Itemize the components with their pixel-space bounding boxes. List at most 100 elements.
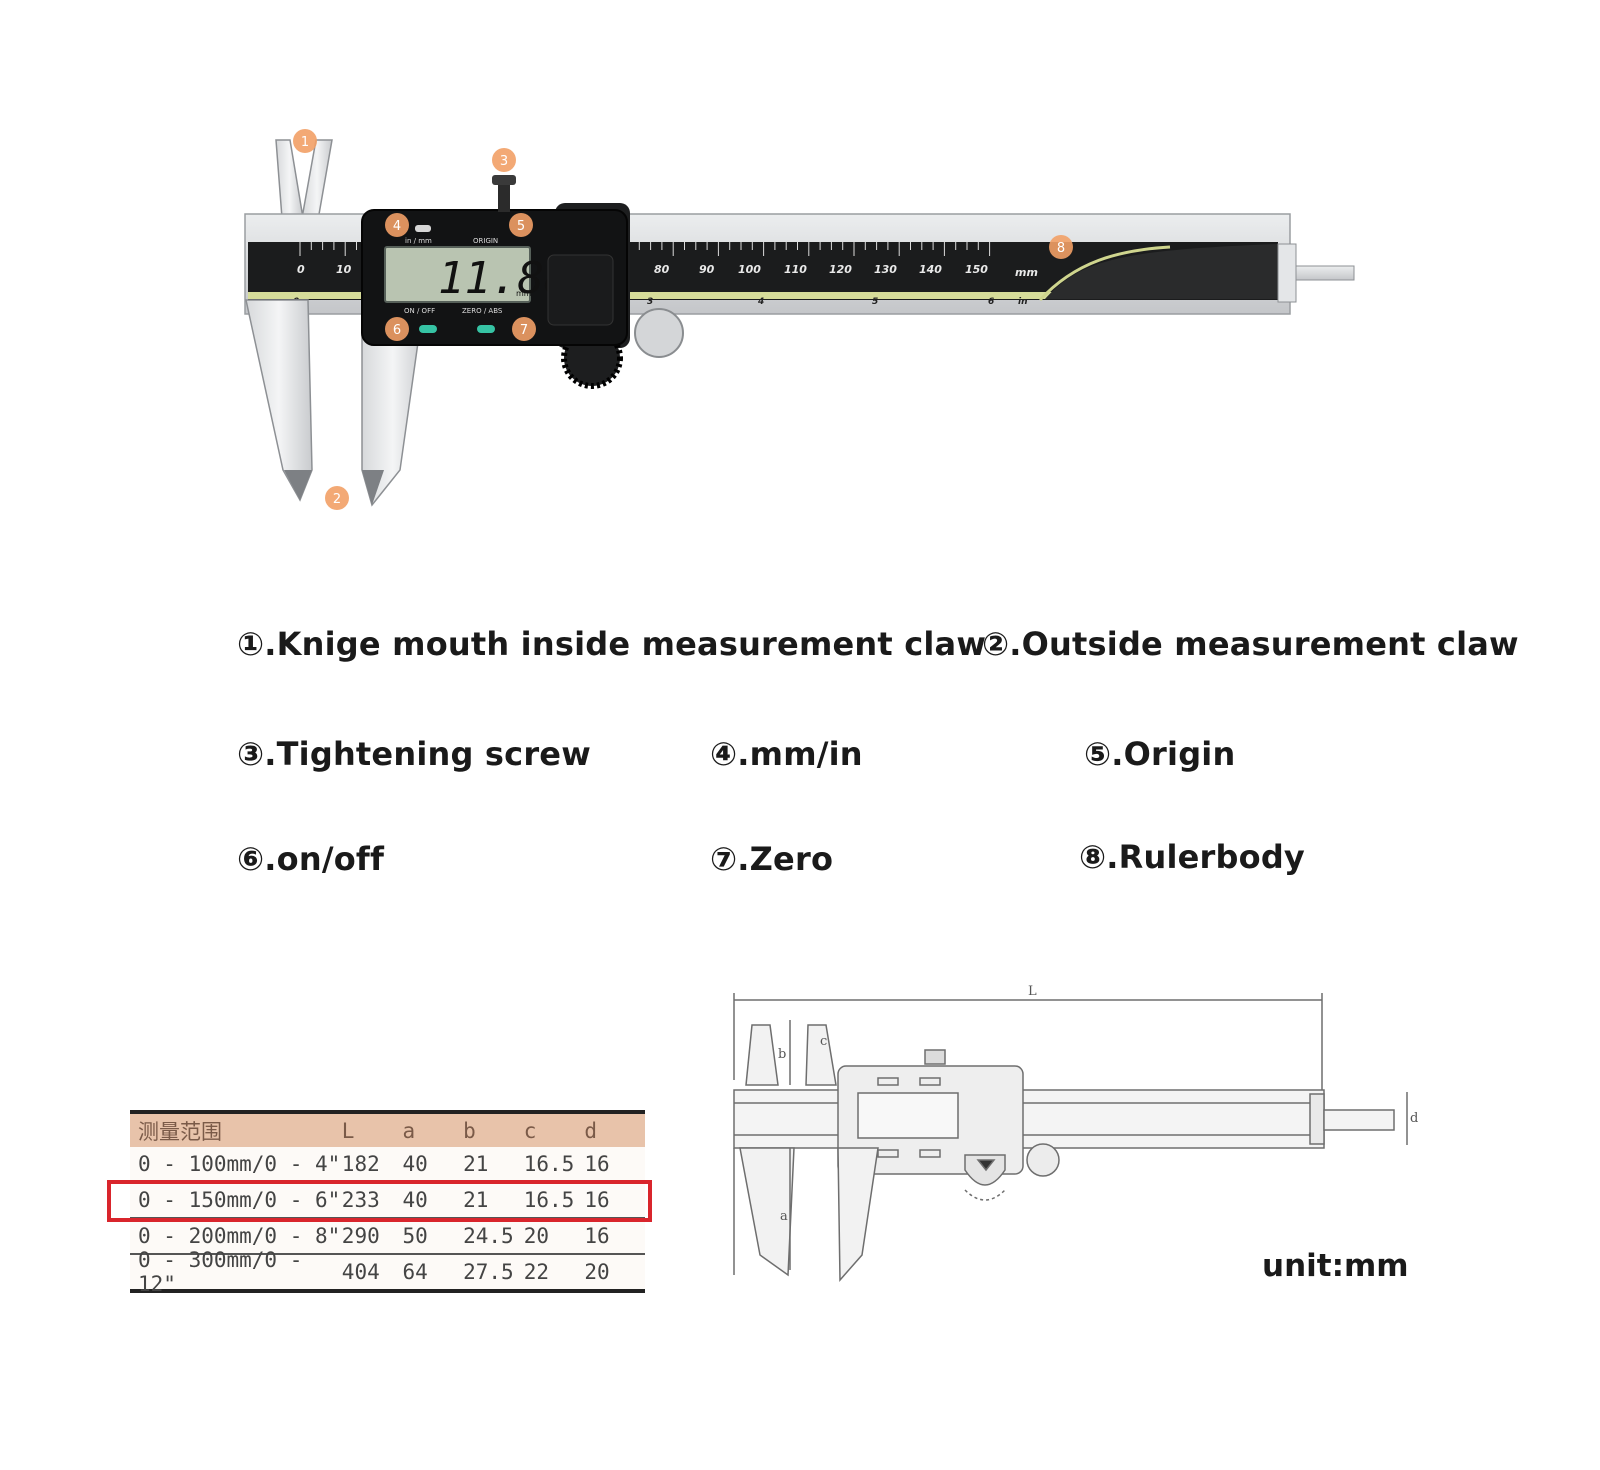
on-off-button[interactable] <box>419 325 437 333</box>
header-L: L <box>341 1118 355 1143</box>
inch-label: 4 <box>757 297 764 307</box>
scale-unit: mm <box>1015 266 1038 279</box>
scale-stripe <box>248 292 1278 299</box>
inch-unit: in <box>1018 297 1028 307</box>
legend-text: .Outside measurement claw <box>1009 625 1519 663</box>
dimension-letters: L b c d a <box>778 984 1418 1224</box>
header-range: 测量范围 <box>138 1119 222 1144</box>
scale-label: 130 <box>874 263 897 276</box>
callout-8: 8 <box>1057 241 1065 256</box>
dimension-drawing <box>733 993 1408 1282</box>
legend-text: .Tightening screw <box>264 735 591 773</box>
scale-label: 100 <box>738 263 761 276</box>
callout-1: 1 <box>301 135 309 150</box>
on-off-button-label: ON / OFF <box>404 307 435 315</box>
tightening-screw[interactable] <box>498 180 510 212</box>
legend-item-3: ③.Tightening screw <box>237 735 591 773</box>
scale-ticks <box>299 242 991 256</box>
scale-label: 120 <box>829 263 852 276</box>
callout-7: 7 <box>520 323 528 338</box>
scale-label: 90 <box>699 263 715 276</box>
spec-table: 测量范围 L a b c d 0 - 100mm/0 - 4" 182 40 2… <box>130 1110 645 1296</box>
scale-label: 10 <box>336 263 352 276</box>
cell-a: 64 <box>402 1260 428 1284</box>
legend-text: .on/off <box>264 840 385 878</box>
scale-label: 110 <box>784 263 807 276</box>
legend-number: ① <box>237 625 265 663</box>
cell-a: 40 <box>402 1152 428 1176</box>
slider-display-unit: 11.88 mm in / mm ORIGIN ON / OFF ZERO / … <box>361 175 684 389</box>
header-a: a <box>402 1118 416 1143</box>
thumb-roller[interactable] <box>634 308 684 358</box>
mm-in-button[interactable] <box>415 225 431 232</box>
legend-number: ⑧ <box>1079 838 1107 876</box>
legend-item-8: ⑧.Rulerbody <box>1079 838 1305 876</box>
dim-d: d <box>1410 1111 1418 1126</box>
scale-label: 150 <box>965 263 988 276</box>
outside-measurement-jaws <box>245 299 425 507</box>
cell-b: 21 <box>463 1152 489 1176</box>
header-c: c <box>523 1118 537 1143</box>
legend-item-1: ①.Knige mouth inside measurement claw <box>237 625 986 663</box>
table-row: 0 - 300mm/0 - 12" 404 64 27.5 22 20 <box>130 1248 645 1296</box>
legend-text: .Zero <box>737 840 834 878</box>
legend-number: ⑤ <box>1084 735 1112 773</box>
dim-c: c <box>820 1034 827 1049</box>
lcd-display <box>384 246 531 303</box>
scale-label: 80 <box>654 263 670 276</box>
main-scale: 0 10 80 90 100 110 120 130 140 150 mm 0 … <box>293 263 1038 307</box>
cell-d: 16 <box>584 1224 610 1248</box>
cell-a: 40 <box>402 1188 428 1212</box>
legend-text: .Knige mouth inside measurement claw <box>264 625 987 663</box>
cell-b: 21 <box>463 1188 489 1212</box>
unit-label: unit:mm <box>1262 1248 1409 1284</box>
callout-5: 5 <box>517 219 525 234</box>
inch-label: 6 <box>988 297 994 307</box>
cell-d: 16 <box>584 1188 610 1212</box>
scale-label: 140 <box>919 263 942 276</box>
legend-number: ④ <box>710 735 738 773</box>
legend-item-2: ②.Outside measurement claw <box>982 625 1519 663</box>
legend-number: ⑥ <box>237 840 265 878</box>
cell-c: 16.5 <box>523 1188 575 1212</box>
header-d: d <box>584 1118 598 1143</box>
cell-range: 0 - 150mm/0 - 6" <box>138 1188 341 1212</box>
legend-number: ② <box>982 625 1010 663</box>
dim-b: b <box>778 1047 786 1062</box>
zero-abs-button[interactable] <box>477 325 495 333</box>
cell-b: 24.5 <box>463 1224 514 1248</box>
display-unit: mm <box>516 289 532 298</box>
cell-L: 233 <box>341 1188 380 1212</box>
zero-abs-button-label: ZERO / ABS <box>462 307 503 315</box>
cell-d: 20 <box>584 1260 610 1284</box>
header-b: b <box>463 1118 476 1143</box>
inch-label: 3 <box>647 297 653 307</box>
cell-L: 290 <box>341 1224 380 1248</box>
cell-c: 20 <box>523 1224 550 1248</box>
inch-label: 5 <box>872 297 878 307</box>
cell-L: 404 <box>341 1260 380 1284</box>
cell-L: 182 <box>341 1152 380 1176</box>
origin-button-label: ORIGIN <box>473 237 498 245</box>
callouts: 1 2 3 4 5 6 7 8 <box>293 129 1073 510</box>
legend-item-5: ⑤.Origin <box>1084 735 1235 773</box>
legend-text: .Rulerbody <box>1106 838 1305 876</box>
inside-measurement-jaws <box>275 139 333 221</box>
cell-range: 0 - 100mm/0 - 4" <box>138 1152 341 1176</box>
cell-c: 16.5 <box>523 1152 575 1176</box>
legend-item-4: ④.mm/in <box>710 735 863 773</box>
dim-L: L <box>1028 984 1037 999</box>
dim-a: a <box>780 1209 788 1224</box>
table-row: 0 - 150mm/0 - 6" 233 40 21 16.5 16 <box>130 1183 645 1219</box>
mm-in-button-label: in / mm <box>405 237 432 245</box>
cell-d: 16 <box>584 1152 610 1176</box>
legend-number: ③ <box>237 735 265 773</box>
callout-6: 6 <box>393 323 401 338</box>
table-row: 0 - 200mm/0 - 8" 290 50 24.5 20 16 <box>130 1219 645 1255</box>
legend-text: .Origin <box>1111 735 1236 773</box>
cell-b: 27.5 <box>463 1260 514 1284</box>
table-header-row: 测量范围 L a b c d <box>130 1114 645 1147</box>
highlighted-row-outline <box>107 1180 652 1222</box>
callout-2: 2 <box>333 492 341 507</box>
